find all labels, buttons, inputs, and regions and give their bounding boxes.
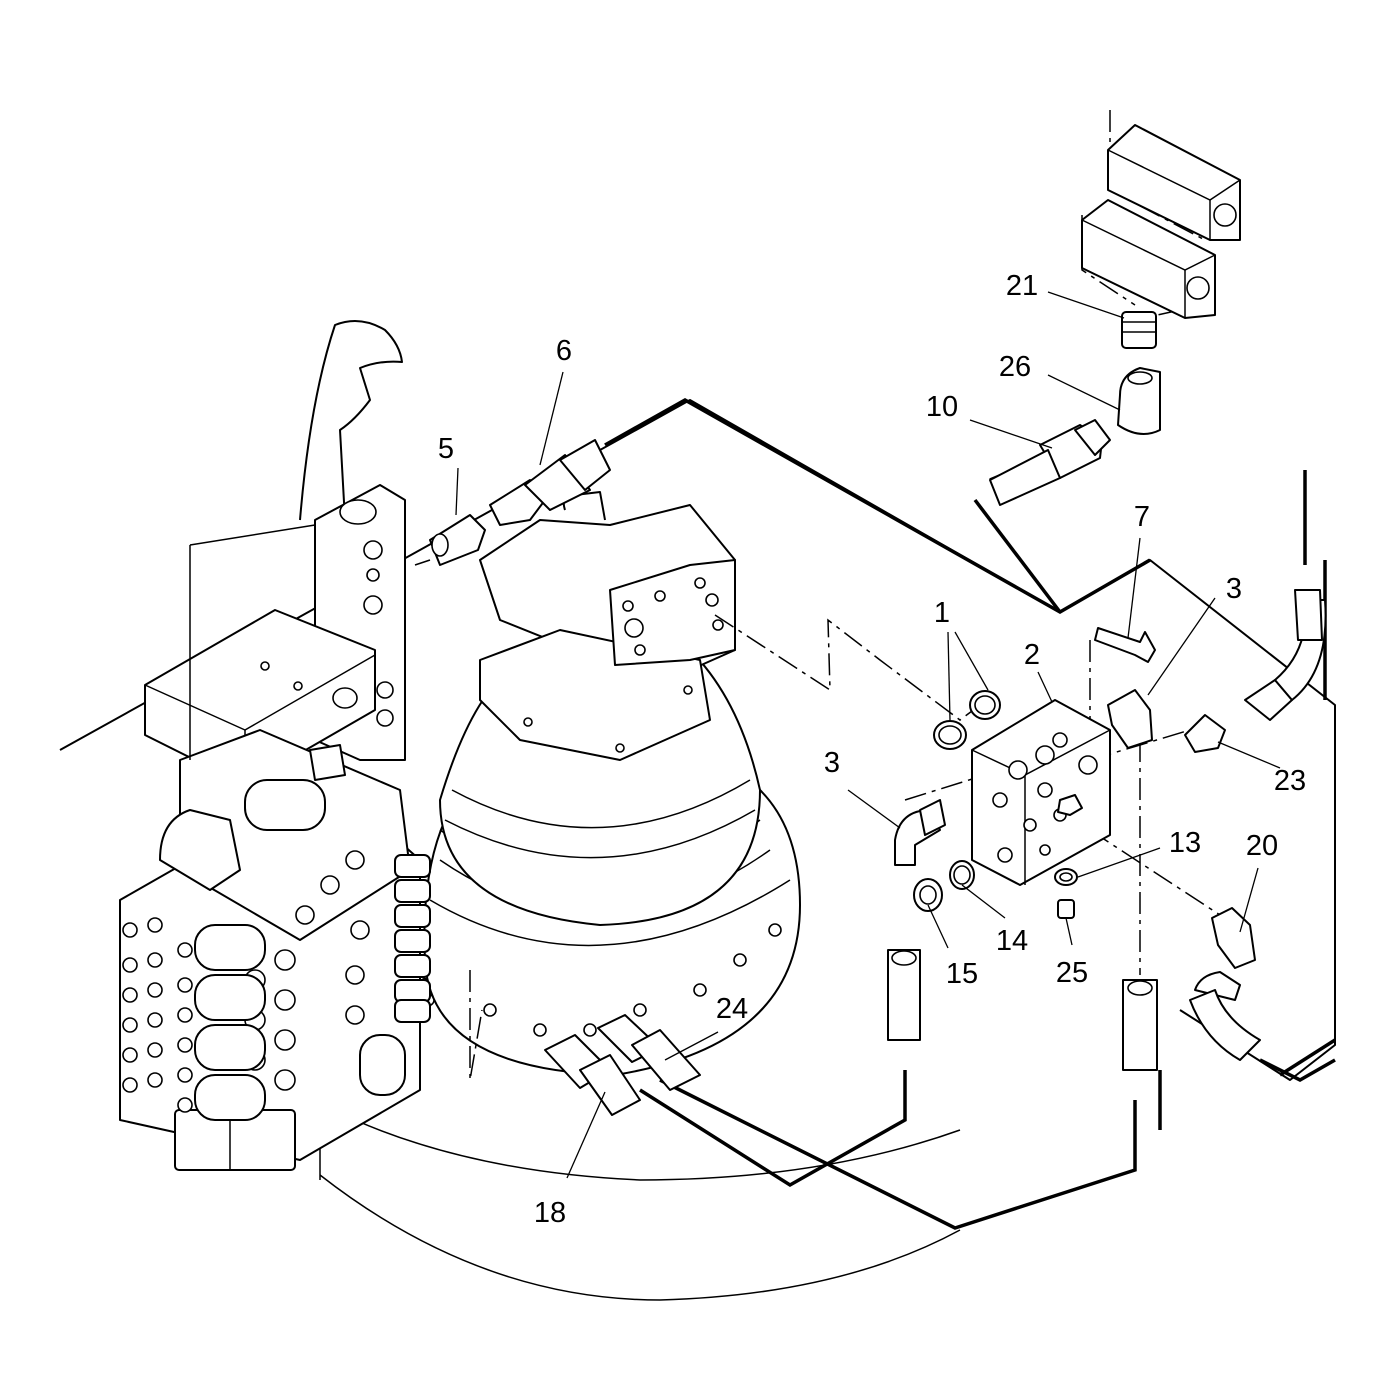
- callout-7: 7: [1134, 501, 1150, 533]
- callout-24: 24: [716, 993, 748, 1025]
- callout-20: 20: [1246, 830, 1278, 862]
- hook: [299, 320, 403, 521]
- callout-2: 2: [1024, 639, 1040, 671]
- callout-14: 14: [996, 925, 1028, 957]
- leader-lines: [455, 291, 1281, 1179]
- callout-1: 1: [934, 597, 950, 629]
- upper-blocks: [1081, 124, 1241, 319]
- callout-23: 23: [1274, 765, 1306, 797]
- callout-6: 6: [556, 335, 572, 367]
- callout-26: 26: [999, 351, 1031, 383]
- callouts: 1 2 3 3 5 6 7 10 13 14 15 18 20 21 23 24…: [438, 270, 1306, 1229]
- callout-10: 10: [926, 391, 958, 423]
- callout-25: 25: [1056, 957, 1088, 989]
- motor-top-block: [479, 491, 736, 761]
- callout-5: 5: [438, 433, 454, 465]
- callout-3-lower: 3: [824, 747, 840, 779]
- callout-21: 21: [1006, 270, 1038, 302]
- callout-13: 13: [1169, 827, 1201, 859]
- fittings: [429, 311, 1327, 1116]
- callout-15: 15: [946, 958, 978, 990]
- valve-solenoids: [194, 744, 431, 1121]
- control-valve-bank: [119, 484, 421, 1171]
- callout-18: 18: [534, 1197, 566, 1229]
- callout-3-upper: 3: [1226, 573, 1242, 605]
